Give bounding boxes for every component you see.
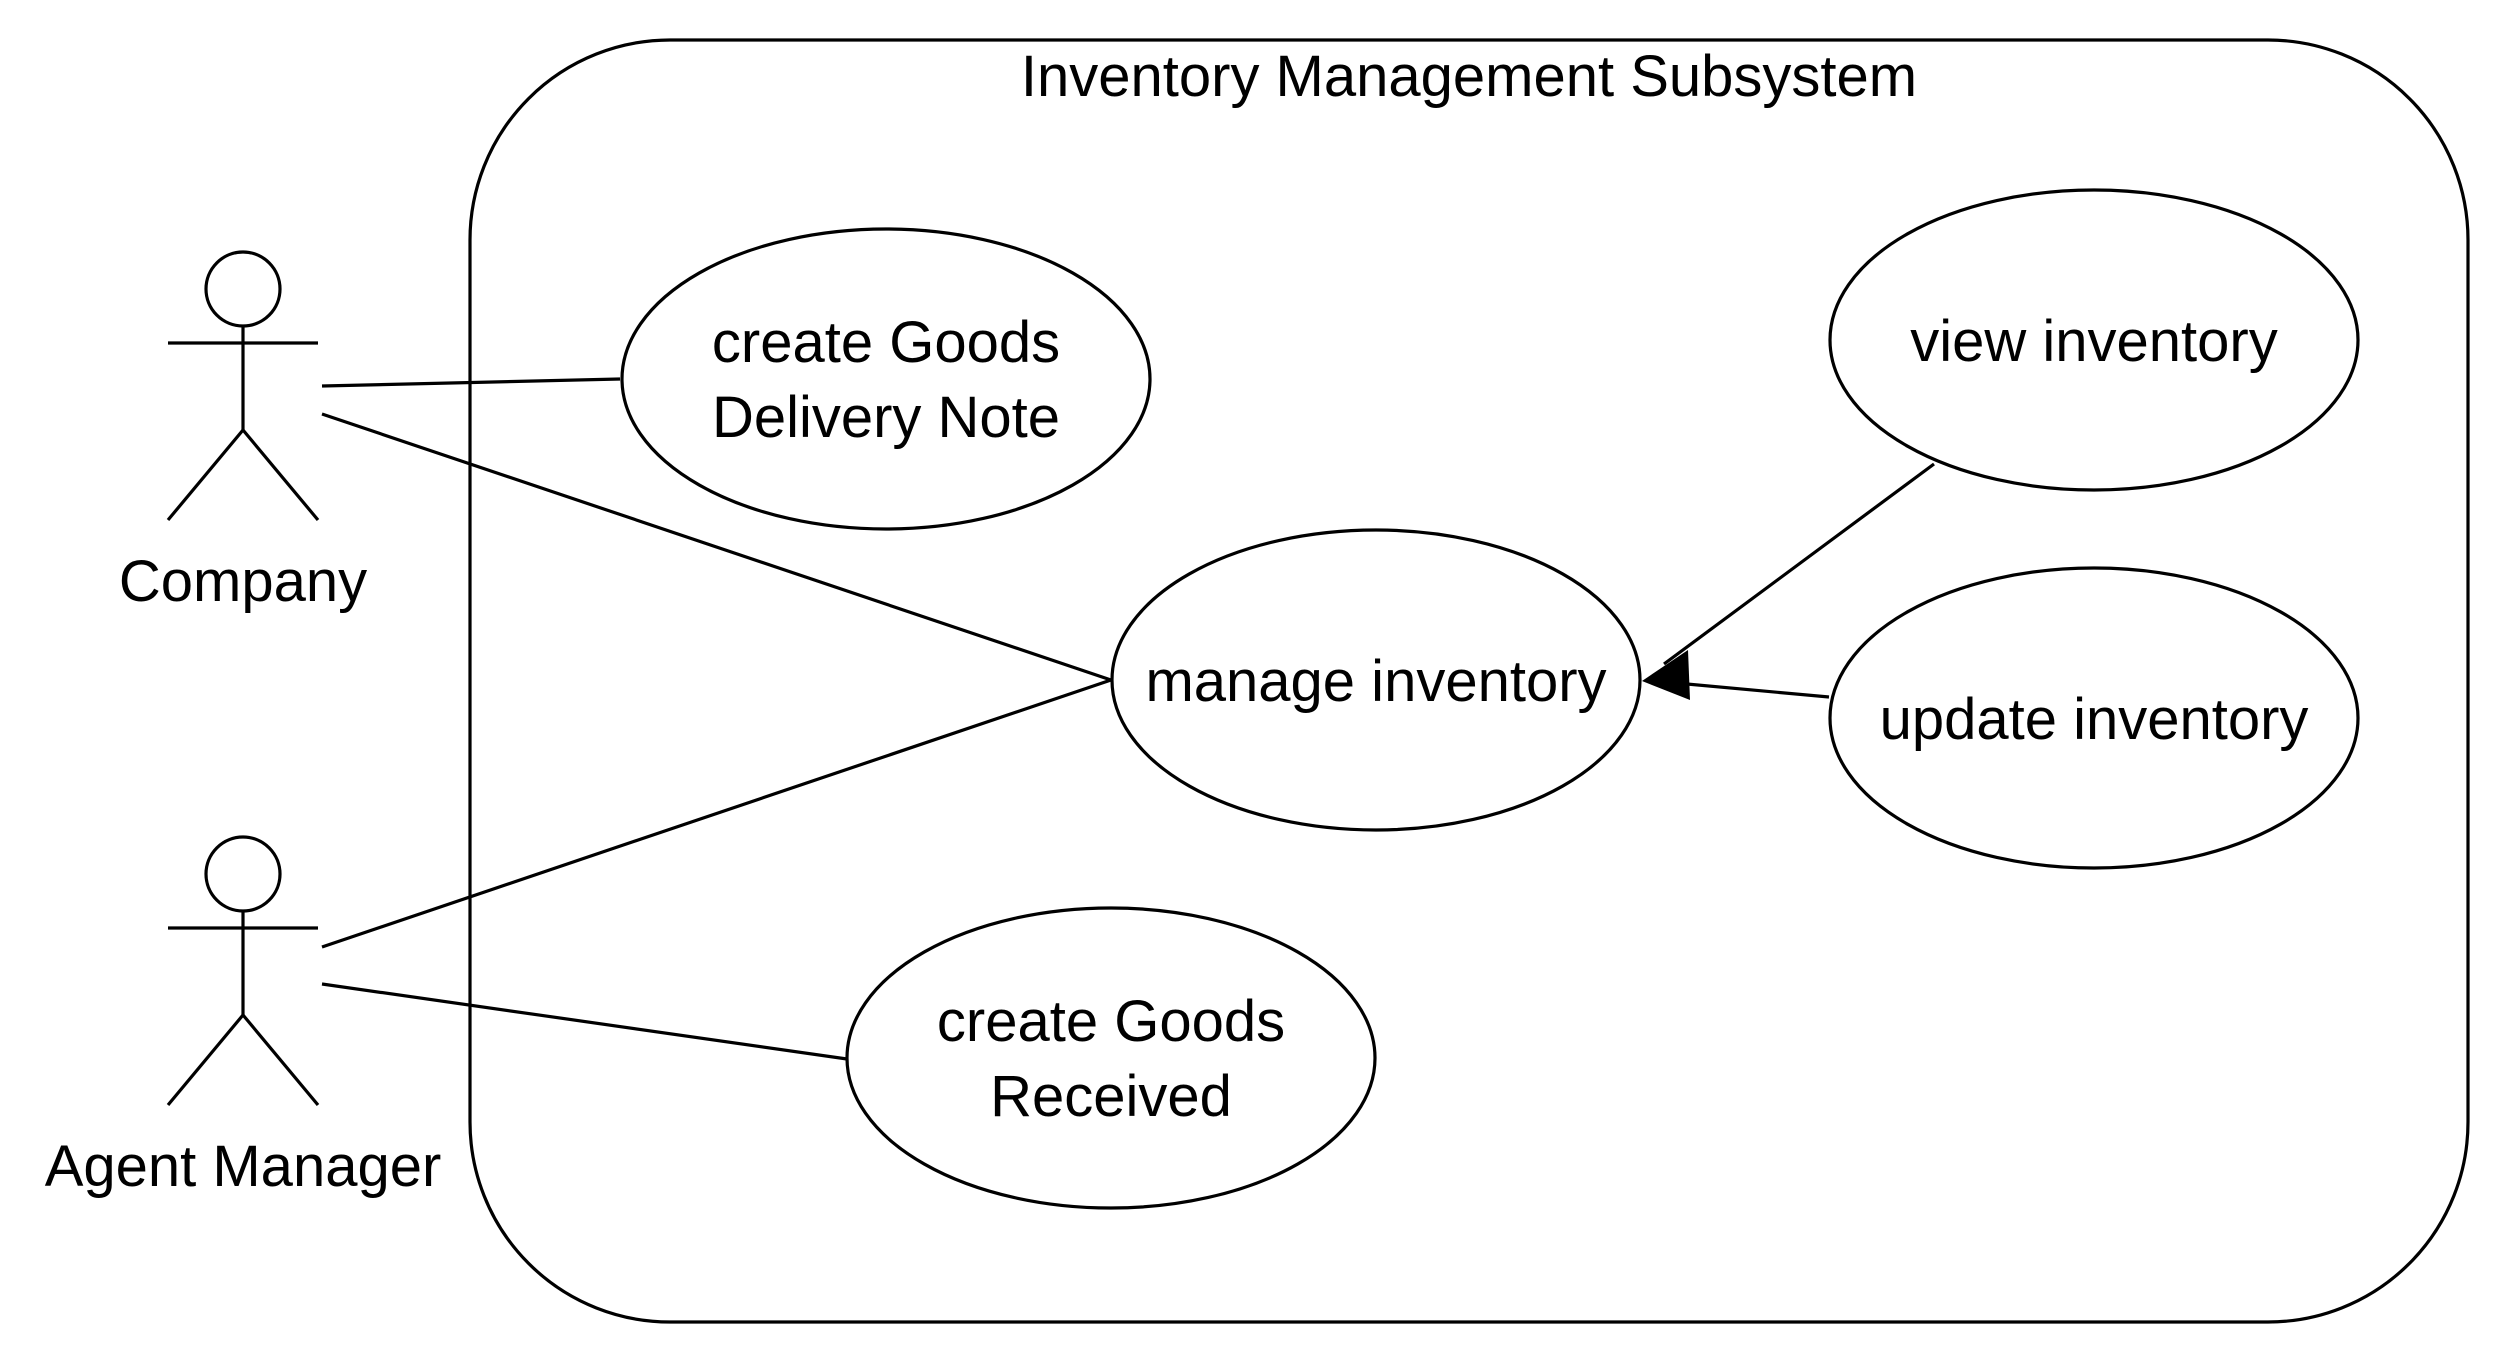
use-case-ellipse (1828, 188, 2360, 492)
use-case-label: view inventory (1910, 309, 2277, 374)
actor-head (204, 250, 282, 328)
actor-agent-manager: Agent Manager (45, 835, 442, 1199)
use-case-ellipse (1110, 528, 1642, 832)
generalizations (1642, 462, 1935, 700)
use-case-create-goods-received: create Goods Received (845, 906, 1377, 1210)
use-case-ellipse (620, 227, 1152, 531)
generalization-view-inventory (1663, 462, 1935, 666)
assoc-company-manage-inventory (321, 412, 1112, 682)
actor-label-agent-manager: Agent Manager (45, 1134, 442, 1199)
actor-company: Company (119, 250, 367, 614)
generalization-update-inventory (1675, 681, 1830, 699)
subsystem-title: Inventory Management Subsystem (1021, 44, 1917, 109)
use-case-label: manage inventory (1145, 649, 1606, 714)
assoc-agent-manager-manage-inventory (321, 678, 1112, 949)
assoc-agent-manager-goods-received (321, 982, 848, 1061)
use-case-label-line-1: create Goods (937, 989, 1285, 1054)
use-case-view-inventory: view inventory (1828, 188, 2360, 492)
associations (321, 377, 1112, 1061)
actor-right-leg (241, 1013, 320, 1107)
use-case-ellipse (845, 906, 1377, 1210)
actor-left-leg (166, 428, 245, 522)
use-case-label-line-1: create Goods (712, 310, 1060, 375)
use-case-label-line-2: Delivery Note (712, 385, 1060, 450)
subsystem-boundary (468, 38, 2470, 1324)
actor-label-company: Company (119, 549, 367, 614)
actor-left-leg (166, 1013, 245, 1107)
actor-right-leg (241, 428, 320, 522)
actor-head (204, 835, 282, 913)
generalization-arrowhead (1642, 650, 1690, 700)
use-case-create-goods-delivery-note: create Goods Delivery Note (620, 227, 1152, 531)
use-case-label: update inventory (1880, 687, 2309, 752)
use-case-update-inventory: update inventory (1828, 566, 2360, 870)
use-case-ellipse (1828, 566, 2360, 870)
assoc-company-delivery-note (321, 377, 621, 388)
use-case-label-line-2: Received (990, 1064, 1232, 1129)
use-case-manage-inventory: manage inventory (1110, 528, 1642, 832)
